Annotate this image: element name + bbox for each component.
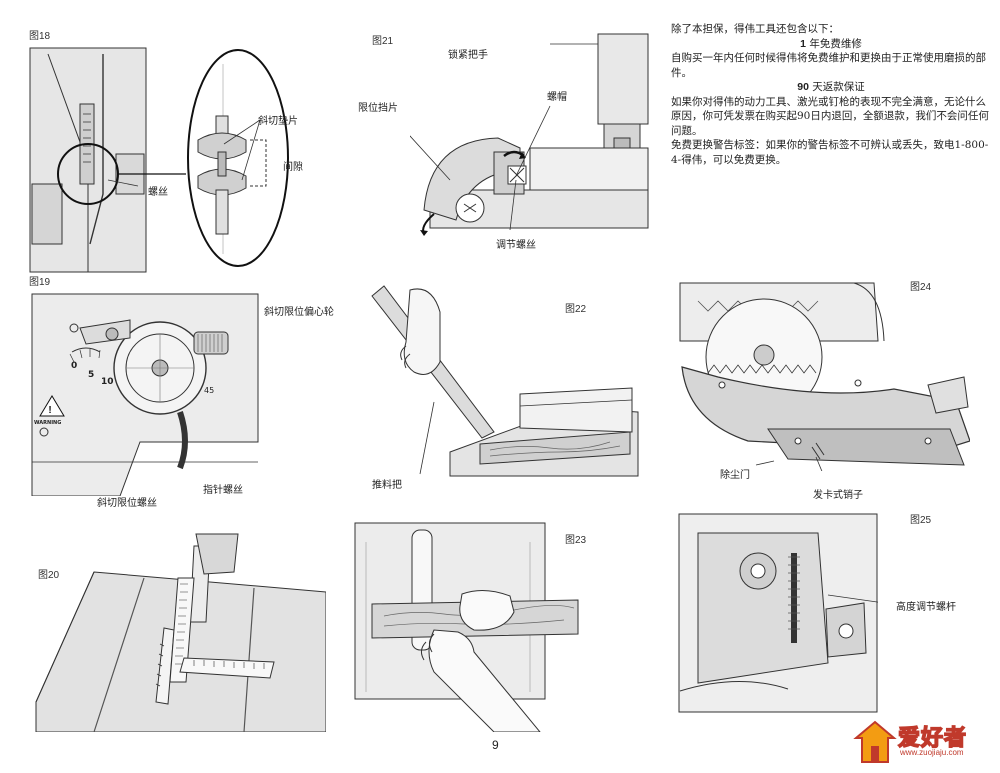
fig20-illustration <box>34 532 326 732</box>
warranty-section: 除了本担保，得伟工具还包含以下： 1 年免费维修 自购买一年内任何时候得伟将免费… <box>671 22 991 167</box>
house-logo-icon <box>853 720 897 763</box>
fig18-label: 图18 <box>29 31 51 42</box>
fig24-drawing <box>679 282 970 471</box>
fig18-drawing <box>29 47 289 273</box>
fig19-illustration: ! <box>30 292 260 496</box>
fig22-label: 图22 <box>565 304 587 315</box>
warranty-heading-one-year-number: 1 <box>800 37 806 50</box>
fig21-label: 图21 <box>372 36 394 47</box>
fig20-drawing <box>35 533 326 732</box>
fig19-drawing: ! <box>31 293 259 496</box>
fig19-scale-45: 45 <box>204 386 215 395</box>
fig24-illustration <box>678 281 970 471</box>
fig19-callout-bevel-stop-cam: 斜切限位偏心轮 <box>264 307 334 318</box>
warranty-heading-ninety-days-number: 90 <box>797 81 809 93</box>
fig25-drawing <box>678 513 878 713</box>
fig18-illustration <box>28 44 346 276</box>
fig23-illustration <box>354 522 580 732</box>
warranty-heading-one-year-text: 年免费维修 <box>809 37 862 50</box>
fig21-callout-nut: 螺帽 <box>547 92 567 103</box>
fig19-label: 图19 <box>29 277 51 288</box>
fig25-label: 图25 <box>910 515 932 526</box>
fig18-callout-gap: 间隙 <box>283 162 303 173</box>
fig21-illustration <box>410 30 650 240</box>
watermark-url: www.zuojiaju.com <box>900 748 964 757</box>
warranty-intro: 除了本担保，得伟工具还包含以下： <box>671 23 839 35</box>
svg-text:!: ! <box>48 405 51 416</box>
fig18-callout-bevel-washer: 斜切垫片 <box>258 116 298 127</box>
fig22-callout-push-stick: 推料把 <box>372 480 402 491</box>
fig22-illustration <box>370 282 640 482</box>
fig19-scale-10: 10 <box>101 377 114 387</box>
fig21-callout-lock-handle: 锁紧把手 <box>448 50 488 61</box>
fig20-label: 图20 <box>38 570 60 581</box>
watermark-logo: 爱好者 www.zuojiaju.com <box>852 718 990 766</box>
fig19-callout-bevel-stop-screw: 斜切限位螺丝 <box>97 498 157 509</box>
fig22-drawing <box>371 285 639 477</box>
fig19-scale-5: 5 <box>88 370 95 380</box>
warranty-heading-one-year: 1 年免费维修 <box>671 37 991 52</box>
fig21-drawing <box>410 33 649 236</box>
fig24-callout-dust-door: 除尘门 <box>720 470 750 481</box>
fig19-callout-pointer-screw: 指针螺丝 <box>203 485 243 496</box>
fig25-callout-height-screw: 高度调节螺杆 <box>896 602 956 613</box>
fig21-callout-stop-plate: 限位挡片 <box>358 103 398 114</box>
page-number: 9 <box>492 738 499 752</box>
fig24-label: 图24 <box>910 282 932 293</box>
warranty-paragraph-labels: 免费更换警告标签：如果你的警告标签不可辨认或丢失，致电1-800-4-得伟，可以… <box>671 139 989 166</box>
fig21-callout-adjust-screw: 调节螺丝 <box>496 240 536 251</box>
fig24-callout-hairpin: 发卡式销子 <box>813 490 863 501</box>
warranty-heading-ninety-days: 90 天返款保证 <box>671 80 991 95</box>
warranty-heading-ninety-days-text: 天返款保证 <box>812 81 865 93</box>
fig23-drawing <box>354 522 579 732</box>
warranty-paragraph-one-year: 自购买一年内任何时候得伟将免费维护和更换由于正常使用磨损的部件。 <box>671 52 986 79</box>
watermark-text: 爱好者 <box>897 725 968 752</box>
fig23-label: 图23 <box>565 535 587 546</box>
fig19-scale-0: 0 <box>71 361 78 371</box>
fig18-callout-screw: 螺丝 <box>148 187 168 198</box>
fig25-illustration <box>678 513 878 713</box>
warranty-paragraph-money-back: 如果你对得伟的动力工具、激光或钉枪的表现不完全满意，无论什么原因，你可凭发票在购… <box>671 95 989 137</box>
fig19-warning-sticker: WARNING <box>34 420 62 426</box>
